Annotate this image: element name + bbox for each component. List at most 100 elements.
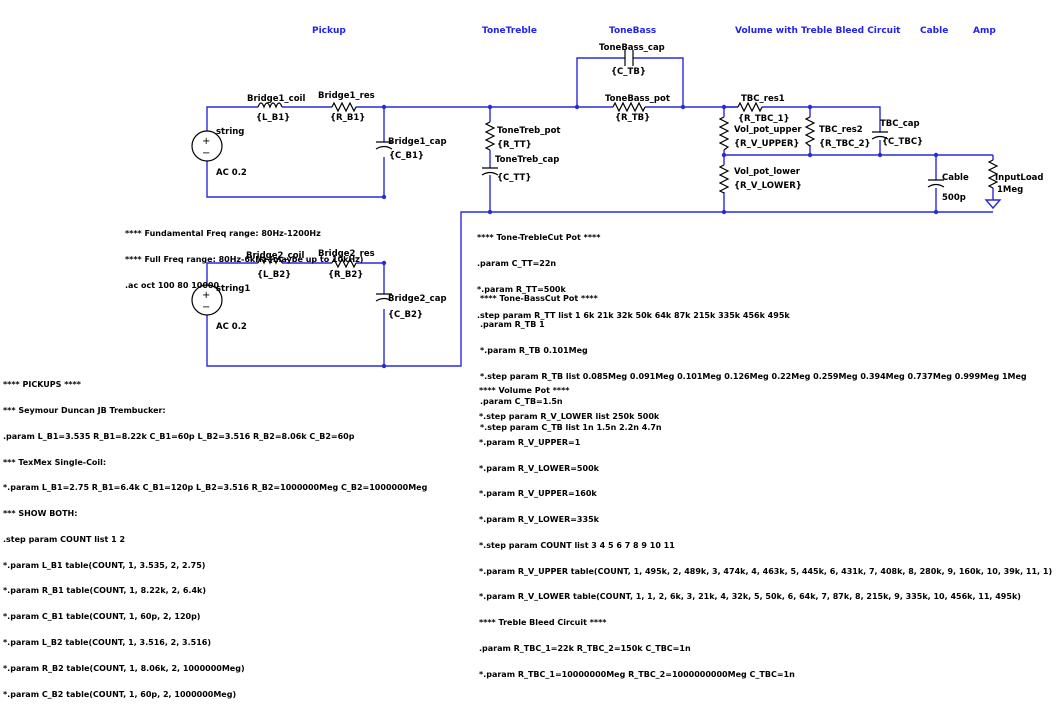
bridge1-cap-label: Bridge1_cap <box>388 137 447 147</box>
vol-pot-upper-label: Vol_pot_upper <box>734 125 802 135</box>
directive-line: *.param C_B1 table(COUNT, 1, 60p, 2, 120… <box>3 612 201 622</box>
bridge2-res-symbol <box>331 257 357 269</box>
tonebass-pot-label: ToneBass_pot <box>605 94 670 104</box>
tonebass-pot-symbol <box>612 101 646 113</box>
bridge1-coil-value: {L_B1} <box>256 113 290 123</box>
vol-pot-upper-value: {R_V_UPPER} <box>734 139 799 149</box>
tbc-res2-value: {R_TBC_2} <box>819 139 871 149</box>
directive-line: *.param L_B1 table(COUNT, 1, 3.535, 2, 2… <box>3 560 206 570</box>
tbc-cap-symbol <box>871 131 889 140</box>
directive-line: **** PICKUPS **** <box>3 380 81 390</box>
bridge1-cap-symbol <box>375 141 393 150</box>
bridge2-cap-symbol <box>375 293 393 302</box>
bridge1-res-symbol <box>331 101 357 113</box>
directive-line: *.step param R_V_LOWER list 250k 500k <box>479 411 660 421</box>
bridge2-res-value: {R_B2} <box>328 270 363 280</box>
directive-pickups: **** PICKUPS **** *** Seymour Duncan JB … <box>3 364 427 708</box>
tonetreb-cap-symbol <box>481 167 499 176</box>
tone-bass-wires <box>576 57 738 108</box>
string1-value: AC 0.2 <box>216 322 247 332</box>
header-pickup: Pickup <box>312 26 346 36</box>
cable-cap-symbol <box>927 179 945 188</box>
directive-line: *.param R_TT=500k <box>477 284 566 294</box>
directive-line: *.param R_TBC_1=10000000Meg R_TBC_2=1000… <box>479 669 795 679</box>
directive-line: *.step param R_TB list 0.085Meg 0.091Meg… <box>480 371 1027 381</box>
bridge1-coil-label: Bridge1_coil <box>247 94 305 104</box>
directive-line: *.param R_V_UPPER=160k <box>479 489 597 499</box>
inputload-label: InputLoad <box>995 173 1044 183</box>
directive-line: .param C_TB=1.5n <box>480 397 563 407</box>
tonetreb-pot-symbol <box>484 121 496 151</box>
header-amp: Amp <box>973 26 996 36</box>
directive-line: *.param R_B2 table(COUNT, 1, 8.06k, 2, 1… <box>3 663 245 673</box>
cable-value: 500p <box>942 193 966 203</box>
directive-line: .step param R_TT list 1 6k 21k 32k 50k 6… <box>477 310 790 320</box>
directive-line: *.step param C_TB list 1n 1.5n 2.2n 4.7n <box>480 423 662 433</box>
directive-freq: **** Fundamental Freq range: 80Hz-1200Hz… <box>125 213 363 299</box>
directive-line: *.param R_B1 table(COUNT, 1, 8.22k, 2, 6… <box>3 586 207 596</box>
directive-treble: **** Tone-TrebleCut Pot **** .param C_TT… <box>477 217 790 329</box>
ground-symbol <box>984 199 1002 210</box>
bridge1-cap-value: {C_B1} <box>389 151 424 161</box>
directive-line: *.param R_V_UPPER=1 <box>479 437 581 447</box>
directive-line: *** Seymour Duncan JB Trembucker: <box>3 405 166 415</box>
directive-line: **** Fundamental Freq range: 80Hz-1200Hz <box>125 229 321 239</box>
tonebass-cap-value: {C_TB} <box>611 67 646 77</box>
tbc-cap-value: {C_TBC} <box>882 137 923 147</box>
vol-pot-upper-symbol <box>718 116 730 151</box>
tonebass-pot-value: {R_TB} <box>615 113 650 123</box>
directive-line: *.param R_V_LOWER=335k <box>479 515 599 525</box>
directive-line: .step param COUNT list 1 2 <box>3 534 126 544</box>
tbc-cap-label: TBC_cap <box>880 119 920 129</box>
schematic-canvas: Pickup ToneTreble ToneBass Volume with T… <box>191 26 1044 369</box>
string-label: string <box>216 127 244 137</box>
bridge2-coil-value: {L_B2} <box>257 270 291 280</box>
directive-line: *.param R_TB 0.101Meg <box>480 345 588 355</box>
bridge2-cap-value: {C_B2} <box>388 310 423 320</box>
directive-line: *.param L_B2 table(COUNT, 1, 3.516, 2, 3… <box>3 638 212 647</box>
tbc-res2-symbol <box>804 116 816 147</box>
directive-bass: **** Tone-BassCut Pot **** .param R_TB 1… <box>480 278 1027 441</box>
tonetreb-cap-label: ToneTreb_cap <box>495 155 559 165</box>
svg-text:−: − <box>202 302 210 313</box>
header-cable: Cable <box>920 26 948 36</box>
pickup1-wires <box>206 106 577 198</box>
svg-text:+: + <box>202 136 210 147</box>
tbc-res2-label: TBC_res2 <box>819 125 863 135</box>
bridge2-coil-symbol <box>257 258 283 265</box>
svg-text:+: + <box>202 290 210 301</box>
directive-volume: **** Volume Pot **** *.step param R_V_LO… <box>479 370 1052 688</box>
directive-line: *.param R_V_LOWER table(COUNT, 1, 1, 2, … <box>479 592 1021 602</box>
string1-source: + − <box>191 284 223 316</box>
cable-label: Cable <box>942 173 969 183</box>
bridge1-res-value: {R_B1} <box>330 113 365 123</box>
vol-pot-lower-label: Vol_pot_lower <box>734 167 801 177</box>
directive-line: *.step param COUNT list 3 4 5 6 7 8 9 10… <box>479 540 675 550</box>
tonetreb-cap-value: {C_TT} <box>497 173 531 183</box>
directive-line: **** Tone-TrebleCut Pot **** <box>477 233 601 243</box>
directive-line: .param C_TT=22n <box>477 258 557 268</box>
header-tone-bass: ToneBass <box>609 26 656 36</box>
bridge2-cap-label: Bridge2_cap <box>388 294 447 304</box>
vol-pot-lower-value: {R_V_LOWER} <box>734 181 802 191</box>
tonetreb-pot-value: {R_TT} <box>497 140 532 150</box>
tbc-res1-label: TBC_res1 <box>741 94 785 104</box>
tonebass-cap-label: ToneBass_cap <box>599 43 665 53</box>
directive-line: **** Tone-BassCut Pot **** <box>480 294 598 304</box>
bridge1-coil-symbol <box>257 102 283 109</box>
directive-line: *.param C_B2 table(COUNT, 1, 60p, 2, 100… <box>3 689 237 699</box>
bridge2-res-label: Bridge2_res <box>318 249 375 259</box>
vol-pot-lower-symbol <box>718 164 730 194</box>
directive-line: **** Volume Pot **** <box>479 386 570 396</box>
pickup2-wires <box>206 211 993 367</box>
directive-line: **** Full Freq range: 80Hz-6kHz (maybe u… <box>125 254 364 264</box>
directive-line: **** Treble Bleed Circuit **** <box>479 618 607 628</box>
svg-text:−: − <box>202 148 210 159</box>
directive-line: .ac oct 100 80 10000 <box>125 280 220 290</box>
directive-line: *** TexMex Single-Coil: <box>3 457 107 467</box>
directive-line: .param R_TB 1 <box>480 319 545 329</box>
directive-line: *.param R_V_UPPER table(COUNT, 1, 495k, … <box>479 566 1053 576</box>
directive-line: *** SHOW BOTH: <box>3 509 78 519</box>
tbc-res1-value: {R_TBC_1} <box>738 114 790 124</box>
inputload-value: 1Meg <box>997 185 1023 195</box>
